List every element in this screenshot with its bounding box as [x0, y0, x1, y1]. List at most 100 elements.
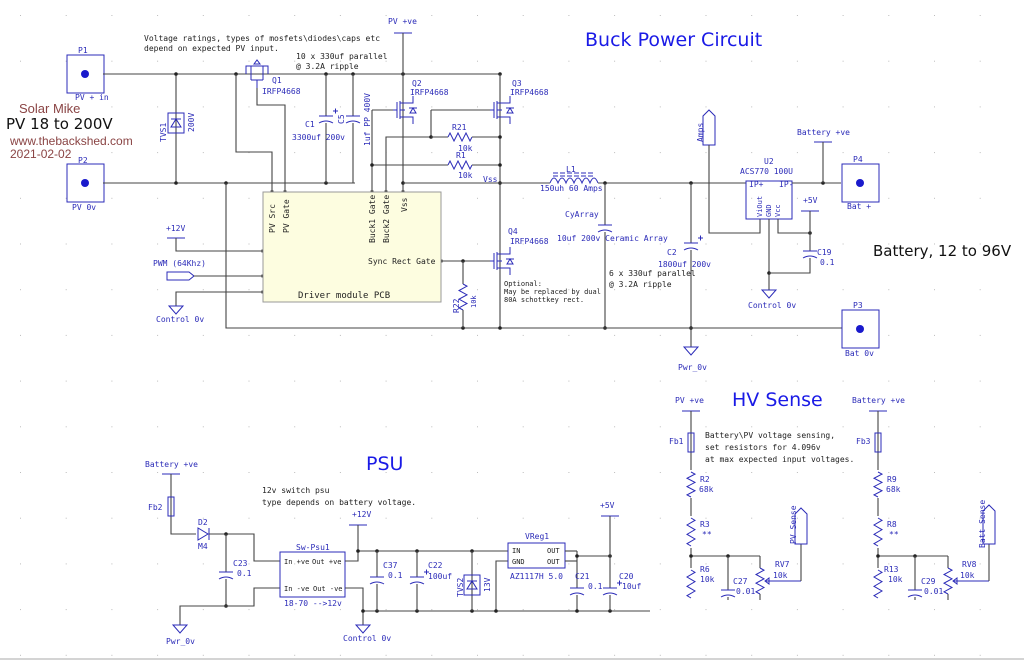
- q2-mosfet-symbol: [393, 96, 414, 124]
- p2-label: PV 0v: [72, 203, 96, 212]
- note-ratings: depend on expected PV input.: [144, 44, 279, 53]
- note-ratings: Voltage ratings, types of mosfets\diodes…: [144, 34, 380, 43]
- tvs1-symbol: [167, 112, 185, 134]
- terminal-dot: [856, 325, 864, 333]
- polarity-plus-icon: [333, 108, 338, 114]
- r6-resistor: [686, 569, 696, 599]
- vreg-ref: VReg1: [525, 532, 549, 541]
- d2-ref: D2: [198, 518, 208, 527]
- junction-dot: [498, 326, 502, 330]
- note-sense: set resistors for 4.096v: [705, 443, 821, 452]
- r13-value: 10k: [888, 575, 903, 584]
- fb1-ferrite-bead: [687, 432, 695, 453]
- terminal-dot: [81, 70, 89, 78]
- bat-pos-label: Battery +ve: [145, 460, 198, 469]
- fb3-ferrite-bead: [874, 432, 882, 453]
- q4-value: IRFP4668: [510, 237, 549, 246]
- driver-module-label: Driver module PCB: [298, 291, 390, 301]
- tvs2-ref: TVS2: [456, 578, 465, 597]
- rv8-potentiometer: [942, 567, 954, 595]
- u2-pin-viout: ViOut: [756, 196, 764, 217]
- rv8-value: 10k: [960, 571, 975, 580]
- r9-ref: R9: [887, 475, 897, 484]
- rv7-value: 10k: [773, 571, 788, 580]
- wire: [235, 74, 273, 192]
- amps-output-port: [702, 109, 716, 146]
- driver-pin-buck2-gate: Buck2 Gate: [382, 195, 391, 243]
- capacitor-gap: [374, 577, 380, 584]
- u2-pin-vcc: Vcc: [774, 204, 782, 217]
- r13-ref: R13: [884, 565, 899, 574]
- c2-value: 1800uf 200v: [658, 260, 711, 269]
- fb2-ref: Fb2: [148, 503, 163, 512]
- q1-ref: Q1: [272, 76, 282, 85]
- p4-ref: P4: [853, 155, 863, 164]
- ground-icon: [682, 346, 700, 356]
- note-c2-array: @ 3.2A ripple: [609, 280, 672, 289]
- wire: [495, 560, 508, 611]
- c23-value: 0.1: [237, 569, 252, 578]
- control0v-label: Control 0v: [156, 315, 204, 324]
- watermark-site: www.thebackshed.com: [9, 134, 133, 148]
- pwr0v-label: Pwr_0v: [678, 363, 707, 372]
- r21-ref: R21: [452, 123, 467, 132]
- c19-value: 0.1: [820, 258, 835, 267]
- c19-ref: C19: [817, 248, 832, 257]
- wire: [175, 291, 263, 306]
- vreg-value: AZ1117H 5.0: [510, 572, 563, 581]
- plus12-label: +12V: [166, 224, 185, 233]
- c29-value: 0.01: [924, 587, 943, 596]
- junction-dot: [174, 181, 178, 185]
- p4-label: Bat +: [847, 202, 871, 211]
- swpsu-box: [279, 551, 346, 598]
- vreg-pin-out: OUT: [547, 558, 560, 566]
- r22-value: 10k: [470, 295, 478, 308]
- c27-capacitor: [720, 594, 736, 598]
- pv-sense-label: PV Sense: [789, 505, 798, 544]
- ground-icon: [760, 289, 778, 299]
- q4-mosfet-symbol: [490, 247, 511, 275]
- plus5-label: +5V: [600, 501, 615, 510]
- note-optional: May be replaced by dual: [504, 288, 601, 296]
- note-optional: 80A schottkey rect.: [504, 296, 584, 304]
- d2-value: M4: [198, 542, 208, 551]
- vreg1-box: [507, 542, 566, 569]
- r8-resistor: [873, 517, 883, 547]
- q4-ref: Q4: [508, 227, 518, 236]
- c21-value: 0.1: [588, 582, 603, 591]
- c21-ref: C21: [575, 572, 590, 581]
- q3-mosfet-symbol: [490, 96, 511, 124]
- l1-value: 150uh 60 Amps: [540, 184, 603, 193]
- driver-pin-sync-rect-gate: Sync Rect Gate: [368, 257, 436, 266]
- diode-icon: [466, 580, 478, 590]
- c37-ref: C37: [383, 561, 398, 570]
- swpsu-in-pos: In +ve: [284, 558, 309, 566]
- c22-value: 100uf: [428, 572, 452, 581]
- r13-resistor: [873, 569, 883, 599]
- wire: [179, 587, 280, 625]
- c27-value: 0.01: [736, 587, 755, 596]
- r6-value: 10k: [700, 575, 715, 584]
- wire: [225, 183, 843, 329]
- tvs2-value: 13V: [483, 577, 492, 592]
- pwr0v-label: Pwr_0v: [166, 637, 195, 646]
- batt-sense-port: [982, 504, 996, 545]
- capacitor-gap: [350, 116, 356, 123]
- note-psu: type depends on battery voltage.: [262, 498, 416, 507]
- r8-ref: R8: [887, 520, 897, 529]
- capacitor-gap: [912, 590, 918, 597]
- c19-capacitor: [802, 255, 818, 259]
- capacitor-gap: [607, 588, 613, 595]
- c20-ref: C20: [619, 572, 634, 581]
- p1-ref: P1: [78, 46, 88, 55]
- inductor-core: [553, 172, 595, 177]
- junction-dot: [498, 163, 502, 167]
- q3-value: IRFP4668: [510, 88, 549, 97]
- rv7-ref: RV7: [775, 560, 790, 569]
- driver-pin-pv-src: PV Src: [268, 204, 277, 233]
- u2-ref: U2: [764, 157, 774, 166]
- bat-pos-label: Battery +ve: [797, 128, 850, 137]
- note-sense: at max expected input voltages.: [705, 455, 854, 464]
- control0v-label: Control 0v: [748, 301, 796, 310]
- driver-pin-buck1-gate: Buck1 Gate: [368, 195, 377, 243]
